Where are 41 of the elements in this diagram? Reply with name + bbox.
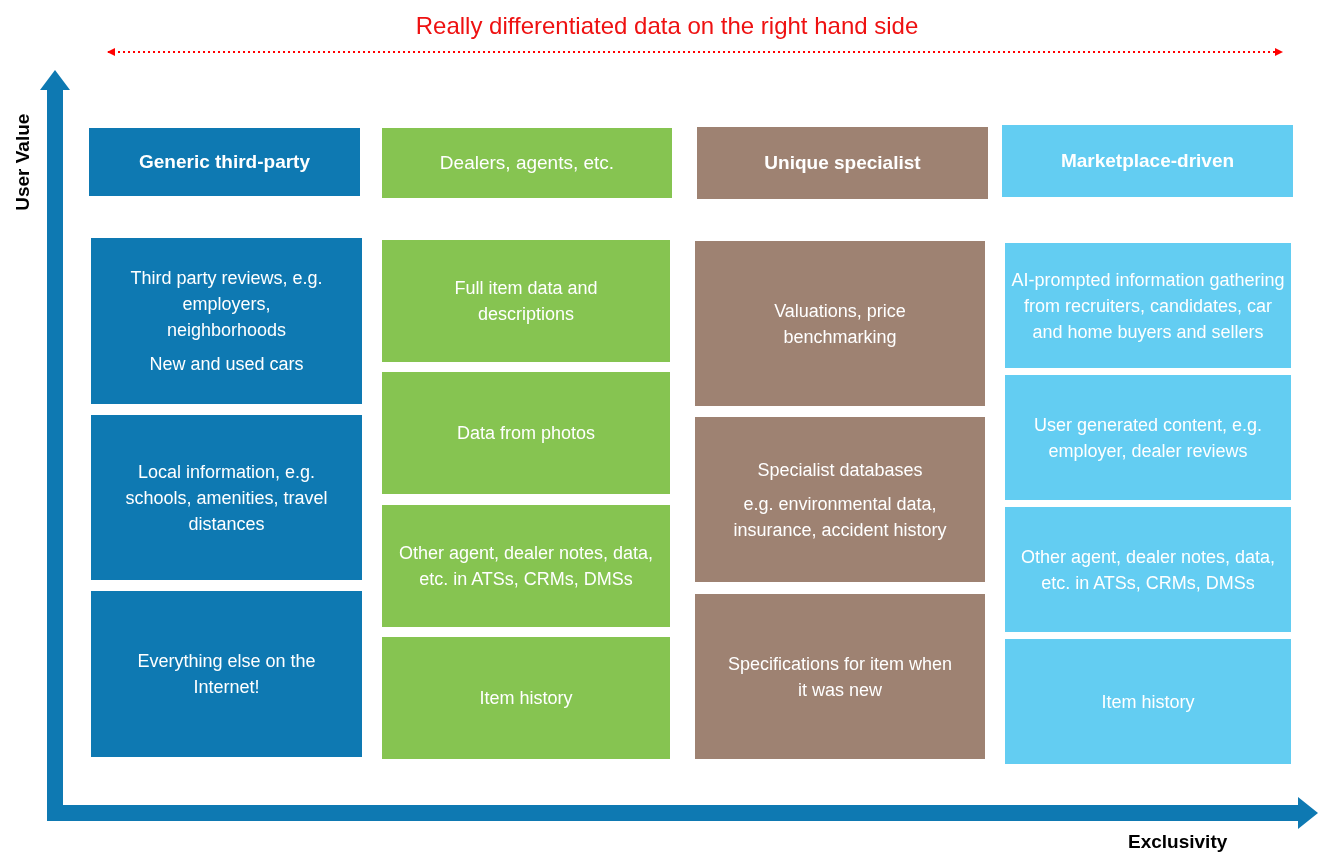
header-text: Unique specialist bbox=[763, 150, 922, 175]
box-text: Item history bbox=[1100, 690, 1196, 714]
header-text: Generic third-party bbox=[137, 149, 311, 174]
axis-label: Exclusivity bbox=[1128, 830, 1228, 853]
title: Really differentiated data on the right hand side bbox=[414, 11, 920, 41]
data-box bbox=[695, 417, 985, 582]
box-text: User generated content, e.g. employer, dealer reviews bbox=[1032, 413, 1264, 463]
data-box bbox=[1005, 375, 1291, 500]
column-header bbox=[1002, 125, 1293, 197]
data-box bbox=[1005, 639, 1291, 764]
data-box bbox=[382, 240, 670, 362]
box-text: Everything else on the Internet! bbox=[136, 650, 317, 699]
box-text: Full item data and descriptions bbox=[453, 277, 599, 326]
box-text: e.g. environmental data, insurance, accident history bbox=[732, 492, 948, 542]
data-box bbox=[1005, 243, 1291, 368]
data-box bbox=[695, 241, 985, 406]
axis-label: User Value bbox=[10, 112, 34, 213]
column-header bbox=[697, 127, 988, 199]
box-text: New and used cars bbox=[148, 353, 305, 376]
data-box bbox=[382, 372, 670, 494]
data-box bbox=[91, 238, 362, 404]
data-box bbox=[1005, 507, 1291, 632]
box-text: Valuations, price benchmarking bbox=[773, 299, 907, 349]
box-text: Other agent, dealer notes, data, etc. in ATSs, CRMs, DMSs bbox=[1019, 545, 1277, 595]
box-text: Specialist databases bbox=[756, 458, 924, 482]
box-text: Local information, e.g. schools, amenities, travel distances bbox=[124, 460, 329, 536]
data-box bbox=[382, 637, 670, 759]
box-text: AI-prompted information gathering from recruiters, candidates, car and home buyers and sellers bbox=[1010, 268, 1286, 344]
box-text: Data from photos bbox=[455, 422, 597, 445]
column-header bbox=[89, 128, 360, 196]
box-text: Other agent, dealer notes, data, etc. in ATSs, CRMs, DMSs bbox=[397, 542, 655, 591]
data-box bbox=[382, 505, 670, 627]
data-box bbox=[695, 594, 985, 759]
box-text: Item history bbox=[478, 687, 574, 710]
box-text: Specifications for item when it was new bbox=[726, 652, 954, 702]
box-text: Third party reviews, e.g. employers, neighborhoods bbox=[129, 267, 324, 342]
data-box bbox=[91, 415, 362, 580]
header-text: Marketplace-driven bbox=[1059, 148, 1236, 173]
data-box bbox=[91, 591, 362, 757]
column-header bbox=[382, 128, 672, 198]
header-text: Dealers, agents, etc. bbox=[438, 150, 616, 175]
